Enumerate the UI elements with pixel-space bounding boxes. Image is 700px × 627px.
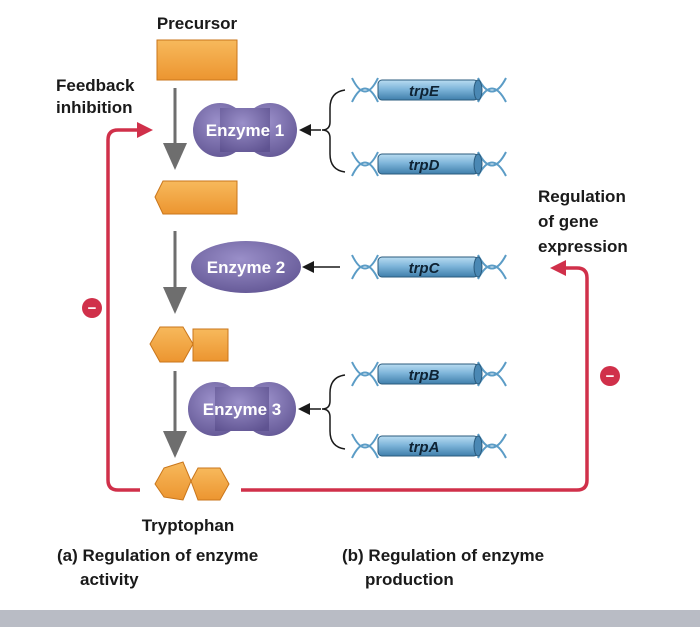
enzyme-1: Enzyme 1 [193, 103, 297, 157]
regulation-label-line3: expression [538, 237, 628, 256]
tryptophan-molecule [154, 461, 230, 501]
gene-trpE: trpE [351, 77, 507, 103]
feedback-label-line1: Feedback [56, 76, 135, 95]
intermediate-2-molecule [149, 326, 229, 363]
bottom-divider-bar [0, 610, 700, 627]
gene-regulation-loop [241, 260, 589, 492]
gene-trpD-label: trpD [409, 157, 440, 174]
caption-b-line2: production [365, 570, 454, 589]
enzyme-2-label: Enzyme 2 [207, 258, 285, 277]
gene-trpB: trpB [351, 361, 507, 387]
caption-b-line1: (b) Regulation of enzyme [342, 546, 544, 565]
gene-trpC: trpC [351, 254, 507, 280]
tryptophan-label: Tryptophan [142, 516, 235, 535]
inhibit-badge-gene: − [600, 366, 620, 386]
enzyme-3-label: Enzyme 3 [203, 400, 281, 419]
enzyme-1-label: Enzyme 1 [206, 121, 284, 140]
enzyme-2: Enzyme 2 [191, 241, 301, 293]
regulation-label-line2: of gene [538, 212, 598, 231]
precursor-label: Precursor [157, 14, 238, 33]
gene-trpA: trpA [351, 433, 507, 459]
gene-trpC-label: trpC [409, 260, 441, 277]
svg-text:−: − [88, 300, 97, 317]
feedback-inhibition-loop [106, 122, 153, 492]
svg-text:−: − [606, 368, 615, 385]
brace-enzyme-1 [299, 89, 346, 173]
caption-a-line1: (a) Regulation of enzyme [57, 546, 258, 565]
feedback-label-line2: inhibition [56, 98, 132, 117]
regulation-label-line1: Regulation [538, 187, 626, 206]
gene-trpA-label: trpA [409, 439, 440, 456]
gene-trpD: trpD [351, 151, 507, 177]
gene-trpE-label: trpE [409, 83, 440, 100]
enzyme-3: Enzyme 3 [188, 382, 296, 436]
intermediate-1-molecule [154, 180, 238, 215]
gene-trpB-label: trpB [409, 367, 440, 384]
inhibit-badge-feedback: − [82, 298, 102, 318]
precursor-molecule [156, 39, 238, 81]
caption-a-line2: activity [80, 570, 139, 589]
brace-enzyme-3 [298, 374, 346, 450]
